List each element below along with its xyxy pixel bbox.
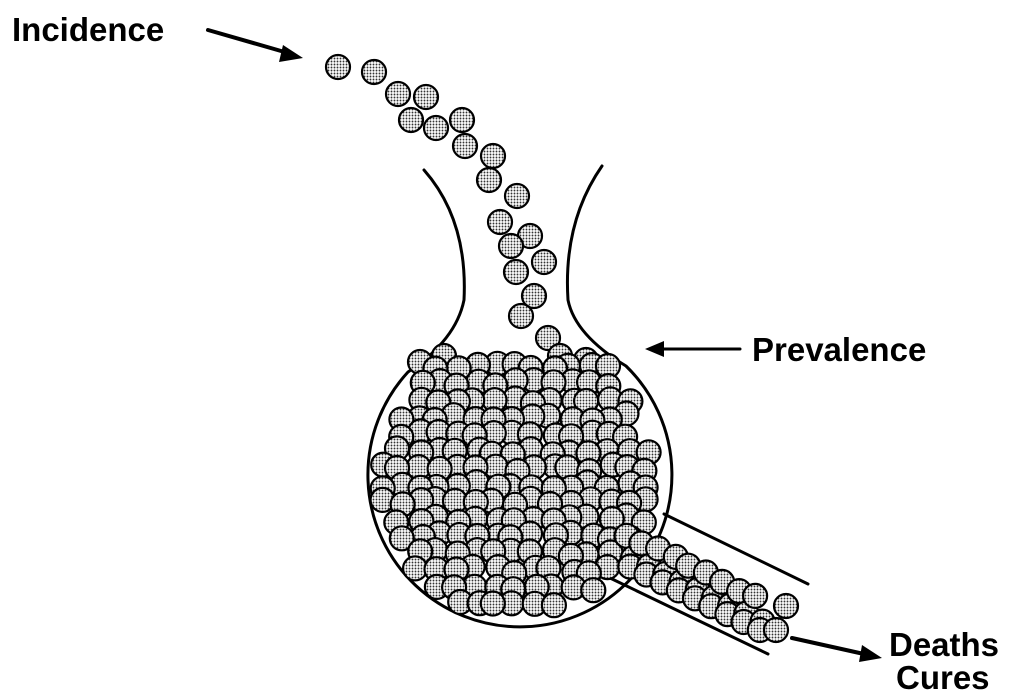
incoming-ball [481,144,505,168]
cures-label: Cures [896,661,990,694]
outflow-ball [774,594,798,618]
pot-ball [481,592,505,616]
incoming-ball [424,116,448,140]
deaths-cures-arrow-shaft [792,638,864,654]
incoming-ball [453,134,477,158]
incidence-arrow-head [279,45,303,62]
incoming-ball [399,108,423,132]
deaths-cures-arrow-head [859,645,882,662]
pot-ball [542,593,566,617]
incoming-ball [504,260,528,284]
incoming-ball [414,85,438,109]
incoming-ball [505,184,529,208]
incoming-ball [386,82,410,106]
deaths-label: Deaths [889,628,999,661]
incoming-ball [326,55,350,79]
incidence-label: Incidence [12,13,164,46]
pot-ball [581,578,605,602]
outflow-ball [743,584,767,608]
incoming-ball [362,60,386,84]
prevalence-label: Prevalence [752,333,926,366]
prevalence-arrow-head [645,341,664,357]
incoming-ball [488,210,512,234]
incoming-ball [499,234,523,258]
incoming-ball [450,108,474,132]
outflow-ball [764,618,788,642]
incoming-ball [477,168,501,192]
incoming-ball [532,250,556,274]
incidence-arrow-shaft [208,30,288,53]
incoming-ball [509,304,533,328]
